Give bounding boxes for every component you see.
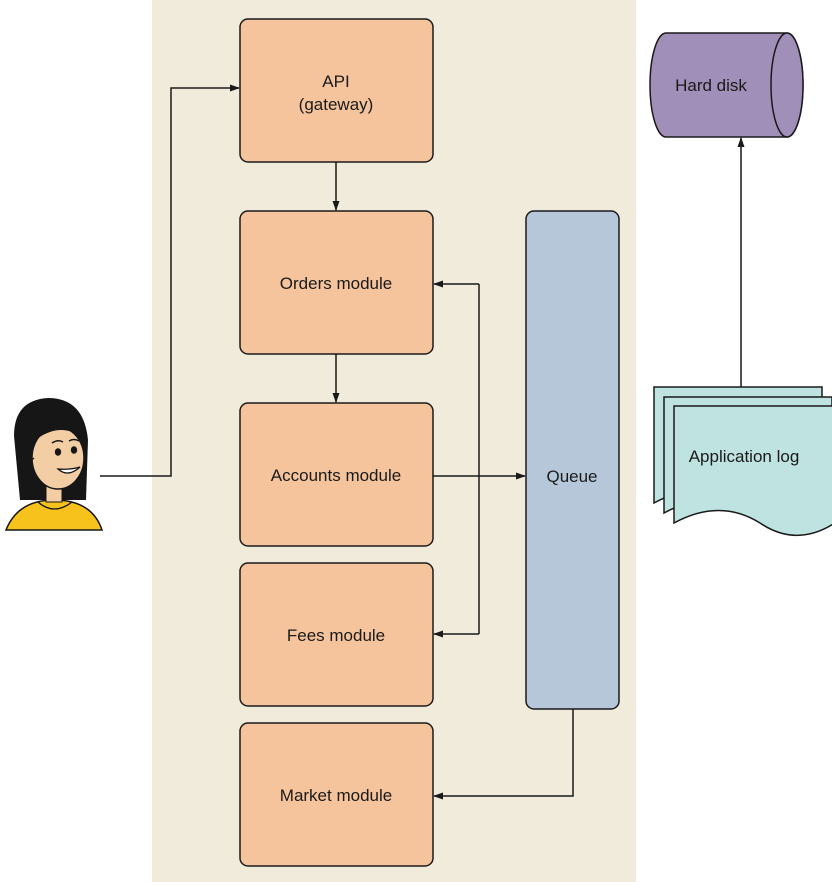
hard-disk-cylinder: Hard disk <box>649 32 804 138</box>
user-avatar-icon <box>4 398 104 531</box>
hard-disk-label: Hard disk <box>675 76 747 95</box>
application-log-label: Application log <box>689 447 800 466</box>
connectors <box>100 84 745 800</box>
application-log-stack: Application log <box>653 386 832 536</box>
api-gateway-box: API (gateway) <box>239 18 434 163</box>
queue-box: Queue <box>525 210 620 710</box>
market-module-label: Market module <box>280 786 392 805</box>
orders-module-label: Orders module <box>280 274 392 293</box>
accounts-module-box: Accounts module <box>239 402 434 547</box>
market-module-box: Market module <box>239 722 434 867</box>
queue-label: Queue <box>546 467 597 486</box>
api-label: API <box>322 72 349 91</box>
accounts-module-label: Accounts module <box>271 466 401 485</box>
api-sublabel: (gateway) <box>299 95 374 114</box>
orders-module-box: Orders module <box>239 210 434 355</box>
queue-to-market-arrow <box>433 709 574 800</box>
fees-module-box: Fees module <box>239 562 434 707</box>
fees-module-label: Fees module <box>287 626 385 645</box>
user-to-api-arrow <box>100 84 240 477</box>
